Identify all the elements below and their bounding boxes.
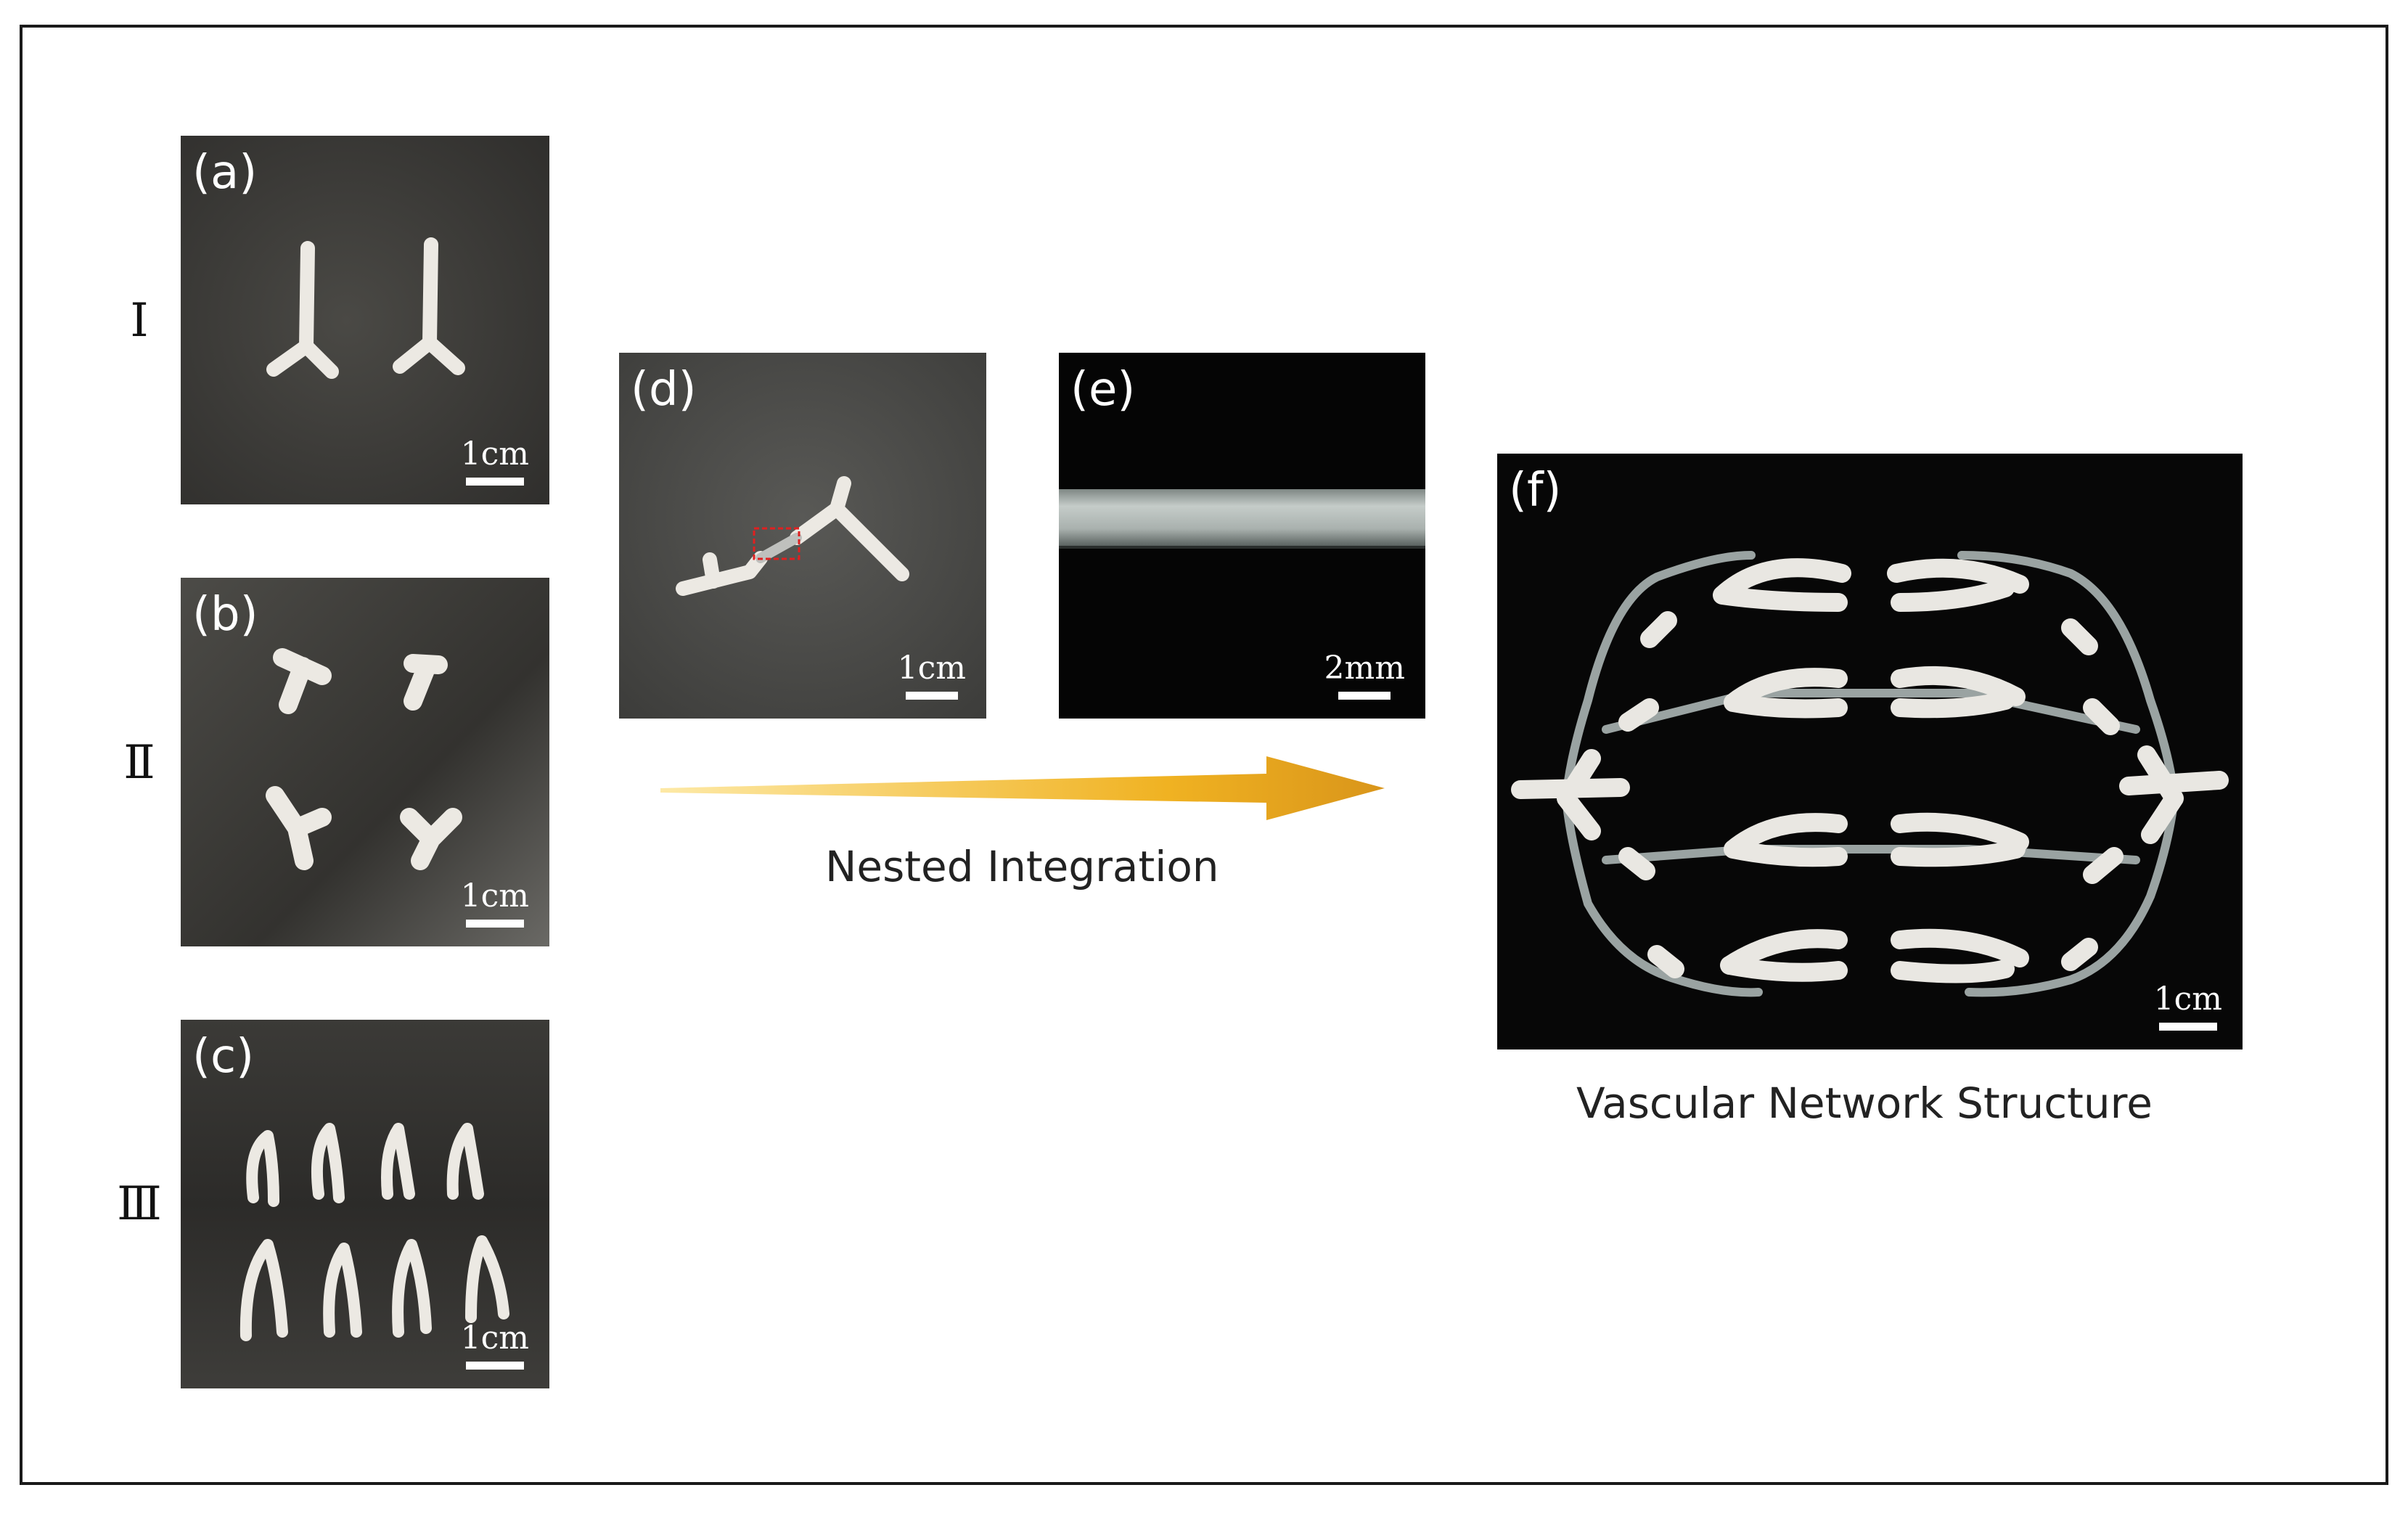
panel-a-label: (a) xyxy=(192,146,258,200)
panel-f-photo xyxy=(1497,454,2243,1049)
panel-f-scalebar: 1cm xyxy=(2154,983,2222,1031)
branch-part-8 xyxy=(465,1235,509,1323)
panel-d: (d) 1cm xyxy=(619,353,986,719)
tube-closeup xyxy=(1059,489,1425,546)
panel-b-label: (b) xyxy=(192,588,258,642)
panel-f: (f) 1cm xyxy=(1497,454,2243,1049)
arrow-caption: Nested Integration xyxy=(825,842,1219,891)
panel-f-label: (f) xyxy=(1509,464,1562,517)
branch-part-1 xyxy=(246,1130,279,1207)
panel-d-scalebar: 1cm xyxy=(898,652,966,700)
panel-c-label: (c) xyxy=(192,1030,255,1084)
branch-part-2 xyxy=(311,1123,345,1203)
panel-c-scale-text: 1cm xyxy=(460,1319,529,1357)
panel-e-scalebar: 2mm xyxy=(1324,652,1405,700)
t-part-4 xyxy=(400,808,462,870)
panel-b-scalebar: 1cm xyxy=(461,880,529,928)
t-part-3 xyxy=(266,786,332,870)
t-part-2 xyxy=(404,654,448,711)
panel-a-photo xyxy=(181,136,549,504)
integration-arrow xyxy=(660,756,1385,820)
panel-c: (c) 1cm xyxy=(181,1020,549,1388)
panel-a-scale-line xyxy=(465,478,524,486)
panel-e-scale-line xyxy=(1338,692,1391,700)
row-label-3: Ⅲ xyxy=(117,1177,162,1231)
figure-frame xyxy=(20,25,2388,1485)
branch-part-5 xyxy=(239,1239,288,1341)
panel-d-scale-text: 1cm xyxy=(897,650,966,687)
panel-c-scale-line xyxy=(465,1362,524,1370)
y-part-2 xyxy=(393,237,465,375)
panel-b-scale-text: 1cm xyxy=(460,877,529,914)
row-label-2: Ⅱ xyxy=(123,736,155,790)
panel-b-photo xyxy=(181,578,549,946)
branch-part-4 xyxy=(446,1123,484,1200)
panel-d-scale-line xyxy=(905,692,958,700)
result-caption: Vascular Network Structure xyxy=(1576,1079,2153,1128)
panel-a-scale-text: 1cm xyxy=(460,435,529,472)
branch-part-3 xyxy=(381,1123,415,1200)
y-part-1 xyxy=(266,241,339,379)
panel-e-label: (e) xyxy=(1070,363,1136,417)
network-connectors xyxy=(1511,558,2229,983)
panel-c-scalebar: 1cm xyxy=(461,1322,529,1370)
t-part-1 xyxy=(273,648,332,714)
panel-e-scale-text: 2mm xyxy=(1324,650,1405,687)
panel-c-photo xyxy=(181,1020,549,1388)
panel-b-scale-line xyxy=(465,920,524,928)
panel-d-photo xyxy=(619,353,986,719)
panel-a: (a) 1cm xyxy=(181,136,549,504)
panel-f-scale-text: 1cm xyxy=(2153,981,2222,1018)
network-tubes xyxy=(1562,551,2179,997)
panel-f-scale-line xyxy=(2158,1023,2217,1031)
highlight-box xyxy=(753,527,800,560)
panel-e: (e) 2mm xyxy=(1059,353,1425,719)
row-label-1: Ⅰ xyxy=(130,294,149,348)
joined-part-right xyxy=(790,476,909,581)
panel-d-label: (d) xyxy=(631,363,697,417)
panel-a-scalebar: 1cm xyxy=(461,438,529,486)
panel-b: (b) 1cm xyxy=(181,578,549,946)
branch-part-7 xyxy=(392,1239,432,1338)
panel-e-photo xyxy=(1059,353,1425,719)
connecting-tube xyxy=(755,533,802,563)
branch-part-6 xyxy=(323,1243,362,1338)
